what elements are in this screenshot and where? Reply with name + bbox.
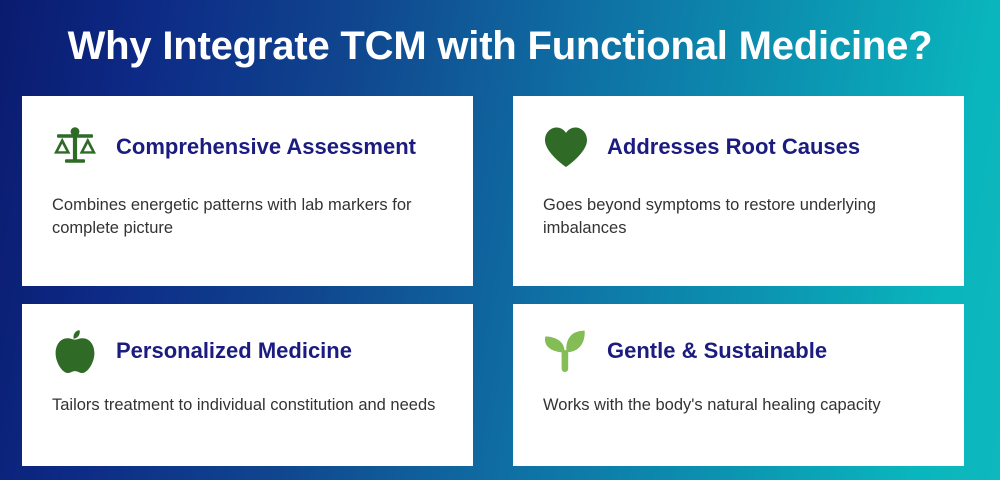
benefit-card-comprehensive-assessment[interactable]: Comprehensive Assessment Combines energe… [22,96,473,286]
balance-scale-icon [52,124,98,170]
benefit-card-grid: Comprehensive Assessment Combines energe… [22,96,964,466]
benefit-card-gentle-sustainable[interactable]: Gentle & Sustainable Works with the body… [513,304,964,466]
card-header: Comprehensive Assessment [52,124,443,170]
card-title: Gentle & Sustainable [607,337,828,363]
card-description: Combines energetic patterns with lab mar… [52,196,412,238]
card-title: Personalized Medicine [116,337,352,363]
slide-header: Why Integrate TCM with Functional Medici… [0,0,1000,92]
card-description: Goes beyond symptoms to restore underlyi… [543,196,876,238]
page-title: Why Integrate TCM with Functional Medici… [67,24,933,68]
card-title: Addresses Root Causes [607,133,861,159]
benefit-card-personalized-medicine[interactable]: Personalized Medicine Tailors treatment … [22,304,473,466]
card-header: Gentle & Sustainable [543,328,934,374]
card-description: Tailors treatment to individual constitu… [52,396,436,414]
apple-icon [52,328,98,374]
heart-icon [543,124,589,170]
card-title: Comprehensive Assessment [116,133,416,159]
card-description: Works with the body's natural healing ca… [543,396,881,414]
seedling-icon [543,328,589,374]
card-header: Addresses Root Causes [543,124,934,170]
card-header: Personalized Medicine [52,328,443,374]
benefit-card-addresses-root-causes[interactable]: Addresses Root Causes Goes beyond sympto… [513,96,964,286]
